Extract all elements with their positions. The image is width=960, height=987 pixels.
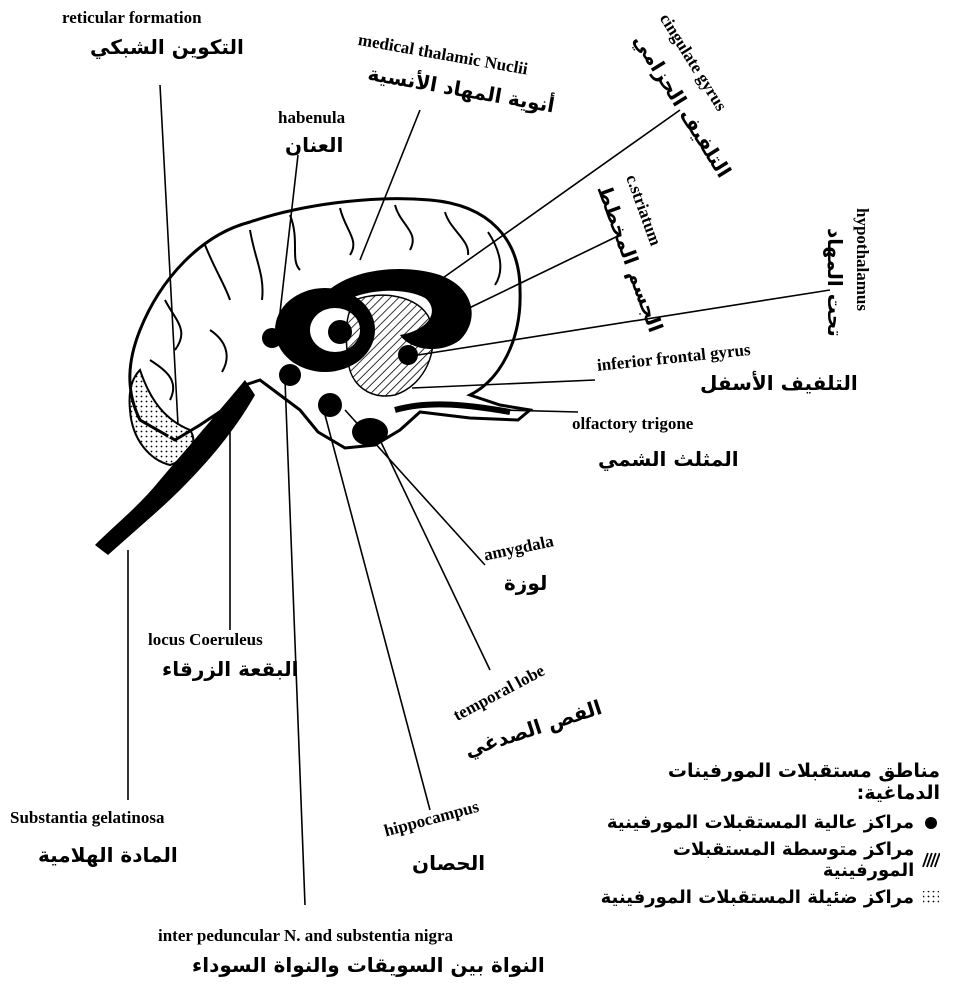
brainstem [95, 380, 255, 555]
legend-row-high: مراكز عالية المستقبلات المورفينية [580, 812, 940, 833]
hatch-icon [922, 852, 940, 868]
label-amygdala-ar: لوزة [504, 572, 547, 595]
legend-row-low: مراكز ضئيلة المستقبلات المورفينية [580, 887, 940, 908]
label-locus-coeruleus: locus Coeruleus [148, 630, 263, 650]
label-substantia-gelatinosa: Substantia gelatinosa [10, 808, 164, 828]
label-substantia-gelatinosa-ar: المادة الهلامية [38, 844, 178, 867]
receptor-legend: مناطق مستقبلات المورفينات الدماغية: مراك… [580, 760, 940, 914]
temporal-region [352, 418, 388, 446]
interpeduncular-region [279, 364, 301, 386]
label-locus-coeruleus-ar: البقعة الزرقاء [162, 658, 298, 681]
amygdala-region [318, 393, 342, 417]
cerebellum [129, 370, 193, 465]
label-hippocampus-ar: الحصان [412, 852, 485, 875]
label-inter-peduncular-ar: النواة بين السويقات والنواة السوداء [192, 954, 545, 977]
label-olfactory-trigone: olfactory trigone [572, 414, 693, 434]
filled-circle-icon [922, 815, 940, 831]
legend-title: مناطق مستقبلات المورفينات الدماغية: [580, 760, 940, 804]
label-reticular-formation-ar: التكوين الشبكي [90, 36, 244, 59]
hypothalamus-region [398, 345, 418, 365]
label-reticular-formation: reticular formation [62, 8, 202, 28]
label-hypothalamus: hypothalamus [852, 208, 872, 311]
label-inter-peduncular: inter peduncular N. and substentia nigra [158, 926, 453, 946]
dots-icon [922, 890, 940, 906]
legend-row-medium: مراكز متوسطة المستقبلات المورفينية [580, 839, 940, 881]
habenula-region [262, 328, 282, 348]
label-hypothalamus-ar: تحت المهاد [823, 228, 846, 337]
label-inferior-frontal-gyrus-ar: التلفيف الأسفل [700, 372, 858, 395]
legend-low-label: مراكز ضئيلة المستقبلات المورفينية [601, 887, 914, 908]
label-habenula-ar: العنان [285, 134, 343, 157]
label-habenula: habenula [278, 108, 345, 128]
legend-medium-label: مراكز متوسطة المستقبلات المورفينية [580, 839, 914, 881]
striatum-region [346, 295, 433, 396]
label-olfactory-trigone-ar: المثلث الشمي [598, 448, 739, 471]
legend-high-label: مراكز عالية المستقبلات المورفينية [607, 812, 914, 833]
